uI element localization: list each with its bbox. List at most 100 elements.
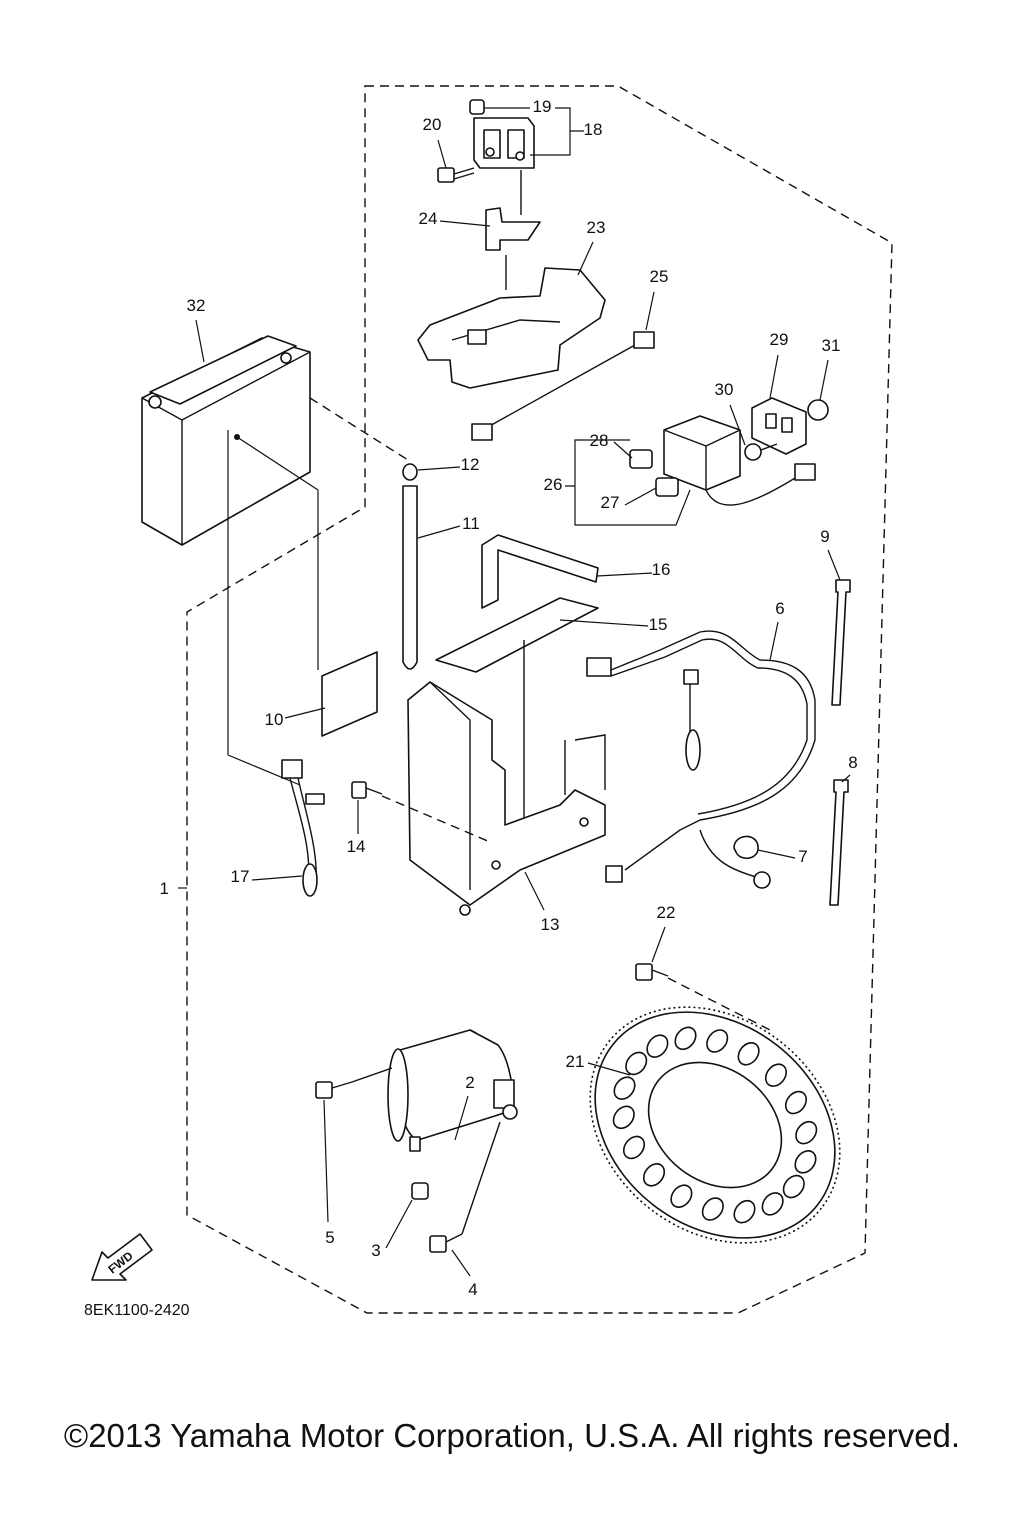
callout-22: 22 bbox=[657, 903, 676, 922]
leader-line-22 bbox=[651, 926, 666, 963]
bolt-4 bbox=[429, 1121, 501, 1253]
fwd-arrow-icon: FWD bbox=[91, 1233, 153, 1281]
gear-hole bbox=[674, 1026, 697, 1051]
bolt-5 bbox=[315, 1067, 393, 1099]
leader-line-18 bbox=[530, 107, 584, 156]
copyright-notice: ©2013 Yamaha Motor Corporation, U.S.A. A… bbox=[63, 1417, 961, 1454]
bolt-14 bbox=[351, 781, 491, 843]
callout-29: 29 bbox=[770, 330, 789, 349]
callout-32: 32 bbox=[187, 296, 206, 315]
gear-hole bbox=[646, 1034, 669, 1058]
assembly-boundary bbox=[186, 85, 893, 1314]
gear-hole bbox=[761, 1192, 784, 1216]
leader-line-8 bbox=[841, 774, 851, 783]
callout-6: 6 bbox=[775, 599, 784, 618]
screw-22 bbox=[635, 963, 771, 1031]
cushion-10 bbox=[321, 651, 378, 737]
callout-31: 31 bbox=[822, 336, 841, 355]
callout-5: 5 bbox=[325, 1228, 334, 1247]
wire-harness-6 bbox=[586, 630, 816, 889]
callout-2: 2 bbox=[465, 1073, 474, 1092]
leader-line-9 bbox=[827, 549, 841, 581]
leader-line-20 bbox=[437, 139, 447, 169]
leader-line-4 bbox=[451, 1249, 471, 1277]
leader-line-28 bbox=[613, 441, 633, 459]
callout-11: 11 bbox=[462, 514, 480, 533]
leader-line-26 bbox=[565, 439, 691, 526]
diagram-code: 8EK1100-2420 bbox=[84, 1302, 190, 1319]
callout-3: 3 bbox=[371, 1241, 380, 1260]
nut-31 bbox=[807, 399, 829, 421]
leader-line-10 bbox=[284, 707, 326, 719]
gear-hole bbox=[625, 1051, 648, 1076]
battery-box-13 bbox=[407, 681, 606, 916]
starter-gear-21 bbox=[589, 1006, 841, 1244]
tie-8 bbox=[829, 779, 849, 906]
callout-26: 26 bbox=[544, 475, 563, 494]
leader-line-12 bbox=[417, 466, 461, 471]
breather-hose-11 bbox=[402, 485, 418, 670]
callout-15: 15 bbox=[649, 615, 668, 634]
gear-hole bbox=[613, 1076, 636, 1100]
bracket-24 bbox=[485, 207, 541, 251]
leader-line-2 bbox=[454, 1095, 469, 1141]
bracket-29 bbox=[751, 397, 807, 455]
band-16 bbox=[481, 534, 599, 609]
clip-12 bbox=[402, 463, 418, 481]
fuse-box-26 bbox=[663, 415, 816, 506]
gear-hole bbox=[737, 1042, 760, 1066]
callout-18: 18 bbox=[584, 120, 603, 139]
gear-hole bbox=[764, 1063, 788, 1087]
gear-hole bbox=[670, 1184, 693, 1208]
callout-14: 14 bbox=[347, 837, 366, 856]
exploded-parts-diagram: FWD 123456789101112131415161718192021222… bbox=[91, 85, 893, 1314]
gear-hole bbox=[706, 1029, 729, 1053]
gear-hole bbox=[782, 1174, 805, 1199]
sheet-15 bbox=[435, 597, 599, 673]
callout-4: 4 bbox=[468, 1280, 477, 1299]
callout-7: 7 bbox=[798, 847, 807, 866]
leader-line-29 bbox=[769, 354, 779, 399]
gear-hole bbox=[622, 1135, 646, 1160]
gear-hole bbox=[733, 1199, 756, 1224]
gear-hole bbox=[784, 1090, 808, 1115]
callout-10: 10 bbox=[265, 710, 284, 729]
callout-20: 20 bbox=[423, 115, 442, 134]
callout-23: 23 bbox=[587, 218, 606, 237]
leader-line-23 bbox=[577, 241, 594, 276]
callout-17: 17 bbox=[231, 867, 250, 886]
callout-19: 19 bbox=[533, 97, 552, 116]
leader-line-31 bbox=[819, 359, 829, 401]
leader-line-32 bbox=[195, 319, 205, 363]
leader-line-11 bbox=[417, 525, 461, 539]
leader-line-17 bbox=[251, 875, 303, 881]
leader-line-16 bbox=[596, 572, 653, 577]
screw-30 bbox=[744, 443, 778, 461]
fuse-27 bbox=[655, 477, 679, 497]
callout-25: 25 bbox=[650, 267, 669, 286]
gear-hole bbox=[612, 1105, 635, 1130]
relay-18 bbox=[469, 99, 535, 215]
tie-9 bbox=[831, 579, 851, 706]
leader-line-24 bbox=[439, 220, 491, 227]
callout-30: 30 bbox=[715, 380, 734, 399]
leader-line-3 bbox=[385, 1199, 413, 1249]
starter-motor-2 bbox=[387, 1029, 518, 1152]
callout-layer: 1234567891011121314151617181920212223242… bbox=[160, 97, 858, 1299]
gear-hole bbox=[701, 1197, 724, 1221]
callout-13: 13 bbox=[541, 915, 560, 934]
leader-line-6 bbox=[769, 621, 779, 661]
callout-9: 9 bbox=[820, 527, 829, 546]
leader-line-15 bbox=[559, 619, 649, 627]
lead-17 bbox=[281, 759, 325, 897]
fuse-28 bbox=[629, 449, 653, 469]
callout-24: 24 bbox=[419, 209, 438, 228]
leader-line-21 bbox=[587, 1062, 631, 1076]
bolt-20 bbox=[437, 167, 475, 183]
leader-line-5 bbox=[323, 1099, 329, 1223]
callout-12: 12 bbox=[461, 455, 480, 474]
leader-line-7 bbox=[757, 849, 796, 859]
callout-16: 16 bbox=[652, 560, 671, 579]
leader-line-30 bbox=[729, 404, 746, 446]
lead-25 bbox=[471, 331, 655, 441]
